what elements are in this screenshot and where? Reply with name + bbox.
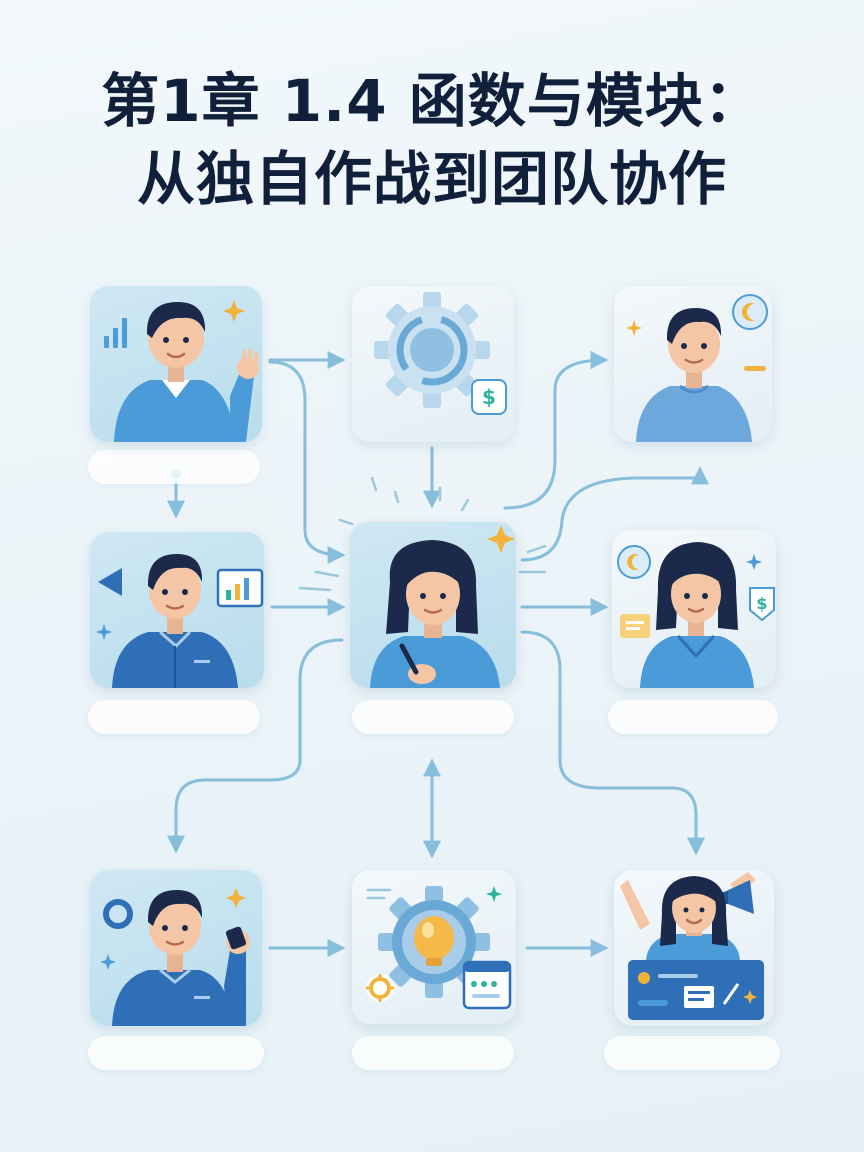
gear-icon (374, 292, 490, 408)
woman-writing-illustration (370, 540, 500, 688)
settings-icon (366, 974, 394, 1002)
label-plate (352, 700, 514, 734)
gear-badge-icon (732, 294, 768, 330)
note-icon (620, 614, 650, 638)
title-line-1: 第1章 1.4 函数与模块： (101, 67, 763, 135)
node-card-bottom-right (614, 870, 774, 1026)
spark-line (460, 498, 470, 512)
sparkle-icon (226, 888, 246, 908)
dollar-badge-icon: $ (749, 587, 775, 622)
spark-line (338, 518, 354, 526)
label-plate (88, 450, 260, 484)
node-card-bottom-left (90, 870, 262, 1026)
lightbulb-icon (414, 916, 454, 966)
man-illustration (626, 294, 768, 442)
spark-line (370, 476, 378, 492)
node-card-left-top (90, 286, 262, 442)
node-card-bottom-middle (352, 870, 516, 1024)
chart-board-icon (216, 568, 264, 608)
node-card-right-top (614, 286, 772, 442)
ring-icon (103, 899, 133, 929)
spark-line (393, 490, 400, 504)
arrow-lefttop-to-center (268, 360, 346, 564)
man-holding-item-illustration (100, 888, 250, 1026)
dashboard-icon (628, 960, 764, 1020)
label-plate (88, 1036, 264, 1070)
node-card-left-middle (90, 532, 264, 688)
gear-badge-icon (617, 545, 651, 579)
gear-lightbulb-illustration (366, 886, 512, 1010)
woman-cheering-illustration (620, 872, 764, 1020)
label-plate (88, 700, 260, 734)
arrow-center-to-upper-right (520, 466, 709, 562)
node-card-center (350, 522, 516, 688)
svg-text:$: $ (482, 385, 496, 409)
pen-icon (399, 643, 419, 675)
label-plate (608, 700, 778, 734)
sparkle-icon (100, 954, 116, 970)
play-icon (98, 568, 122, 596)
checklist-icon (462, 960, 512, 1010)
page-title: 第1章 1.4 函数与模块： 从独自作战到团队协作 (0, 62, 864, 218)
sparkle-icon (626, 320, 642, 336)
man-waving-illustration (104, 300, 259, 442)
label-plate (604, 1036, 780, 1070)
bar-chart-icon (104, 318, 127, 348)
woman-illustration: $ (617, 542, 775, 688)
arrow-center-to-righttop (503, 351, 609, 510)
man-presenter-illustration (96, 554, 264, 688)
node-card-top-middle: $ (352, 286, 514, 442)
decor-lines (366, 888, 392, 900)
arrow-center-to-bottomright (520, 630, 705, 856)
spark-line (314, 570, 340, 578)
spark-line (298, 586, 332, 592)
spark-line (526, 544, 547, 554)
decor-bar (744, 366, 766, 371)
sparkle-icon (487, 525, 515, 553)
sparkle-icon (486, 886, 502, 902)
dollar-badge-icon: $ (471, 379, 507, 415)
arrow-center-to-bottomleft (167, 638, 344, 854)
sparkle-icon (223, 300, 245, 322)
sparkle-icon (746, 554, 762, 570)
title-line-2: 从独自作战到团队协作 (136, 145, 727, 213)
label-plate (352, 1036, 514, 1070)
gear-illustration: $ (374, 292, 507, 415)
sparkle-icon (96, 624, 112, 640)
node-card-right-middle: $ (612, 530, 776, 688)
svg-text:$: $ (756, 594, 767, 613)
